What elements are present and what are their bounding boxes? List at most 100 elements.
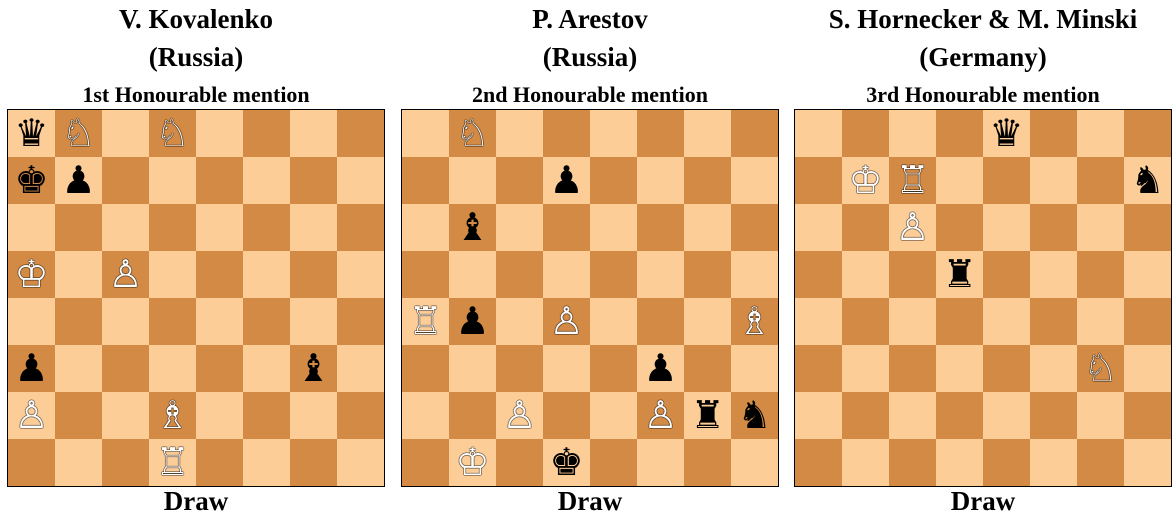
diagram-3: S. Hornecker & M. Minski (Germany) 3rd H… — [794, 0, 1172, 521]
square-d1: ♖ — [149, 439, 196, 486]
square-h6 — [337, 204, 384, 251]
square-g2 — [1077, 392, 1124, 439]
square-b8: ♘ — [55, 110, 102, 157]
square-a5 — [402, 251, 449, 298]
square-g7 — [1077, 157, 1124, 204]
square-a2 — [795, 392, 842, 439]
square-f4 — [243, 298, 290, 345]
square-e5 — [983, 251, 1030, 298]
square-g6 — [684, 204, 731, 251]
square-b3 — [449, 345, 496, 392]
square-d2 — [936, 392, 983, 439]
black-pawn-icon: ♟ — [8, 345, 55, 392]
square-f5 — [243, 251, 290, 298]
square-f2 — [1030, 392, 1077, 439]
square-g5 — [290, 251, 337, 298]
square-g1 — [684, 439, 731, 486]
square-f7 — [637, 157, 684, 204]
square-e5 — [590, 251, 637, 298]
black-king-icon: ♚ — [543, 439, 590, 486]
square-e6 — [983, 204, 1030, 251]
square-e8 — [196, 110, 243, 157]
square-f6 — [637, 204, 684, 251]
square-h8 — [1124, 110, 1171, 157]
square-e6 — [196, 204, 243, 251]
square-c4 — [496, 298, 543, 345]
square-f7 — [243, 157, 290, 204]
square-c3 — [889, 345, 936, 392]
square-g7 — [684, 157, 731, 204]
square-g8 — [684, 110, 731, 157]
diagram-award: 1st Honourable mention — [7, 84, 385, 106]
square-g1 — [1077, 439, 1124, 486]
black-pawn-icon: ♟ — [543, 157, 590, 204]
square-d7: ♟ — [543, 157, 590, 204]
square-f3 — [1030, 345, 1077, 392]
square-d5 — [149, 251, 196, 298]
square-e1 — [983, 439, 1030, 486]
black-bishop-icon: ♝ — [449, 204, 496, 251]
square-c6 — [102, 204, 149, 251]
square-e1 — [590, 439, 637, 486]
black-knight-icon: ♞ — [1124, 157, 1171, 204]
square-d5: ♜ — [936, 251, 983, 298]
diagram-country: (Russia) — [401, 44, 779, 71]
square-a6 — [402, 204, 449, 251]
square-b3 — [842, 345, 889, 392]
square-h2 — [1124, 392, 1171, 439]
square-f3 — [243, 345, 290, 392]
square-h5 — [337, 251, 384, 298]
square-g4 — [290, 298, 337, 345]
square-c2: ♙ — [496, 392, 543, 439]
square-c4 — [102, 298, 149, 345]
square-g3: ♘ — [1077, 345, 1124, 392]
square-h6 — [731, 204, 778, 251]
diagram-author: V. Kovalenko — [7, 6, 385, 33]
diagram-country: (Russia) — [7, 44, 385, 71]
square-f6 — [243, 204, 290, 251]
square-h1 — [731, 439, 778, 486]
diagram-result: Draw — [401, 488, 779, 515]
white-bishop-icon: ♗ — [731, 298, 778, 345]
square-c7 — [102, 157, 149, 204]
diagram-1: V. Kovalenko (Russia) 1st Honourable men… — [7, 0, 385, 521]
diagram-result: Draw — [794, 488, 1172, 515]
square-a7 — [402, 157, 449, 204]
square-h2: ♞ — [731, 392, 778, 439]
square-c5 — [496, 251, 543, 298]
square-e1 — [196, 439, 243, 486]
square-e7 — [590, 157, 637, 204]
square-f4 — [637, 298, 684, 345]
square-h3 — [337, 345, 384, 392]
chess-board: ♛♘♘♚♟♔♙♟♝♙♗♖ — [7, 109, 385, 487]
diagram-author: P. Arestov — [401, 6, 779, 33]
square-d4: ♙ — [543, 298, 590, 345]
square-a3: ♟ — [8, 345, 55, 392]
square-d5 — [543, 251, 590, 298]
square-e7 — [983, 157, 1030, 204]
square-c3 — [102, 345, 149, 392]
white-bishop-icon: ♗ — [149, 392, 196, 439]
square-b4 — [842, 298, 889, 345]
square-a8 — [402, 110, 449, 157]
square-a3 — [795, 345, 842, 392]
square-a8 — [795, 110, 842, 157]
square-c1 — [102, 439, 149, 486]
square-a1 — [795, 439, 842, 486]
white-pawn-icon: ♙ — [889, 204, 936, 251]
square-g3 — [684, 345, 731, 392]
black-queen-icon: ♛ — [983, 110, 1030, 157]
square-f8 — [1030, 110, 1077, 157]
square-e2 — [983, 392, 1030, 439]
square-b8 — [842, 110, 889, 157]
square-g5 — [684, 251, 731, 298]
square-b6 — [55, 204, 102, 251]
square-d8 — [543, 110, 590, 157]
square-d6 — [936, 204, 983, 251]
square-e4 — [196, 298, 243, 345]
square-e3 — [590, 345, 637, 392]
square-h3 — [1124, 345, 1171, 392]
square-d8: ♘ — [149, 110, 196, 157]
square-b4 — [55, 298, 102, 345]
square-b5 — [449, 251, 496, 298]
